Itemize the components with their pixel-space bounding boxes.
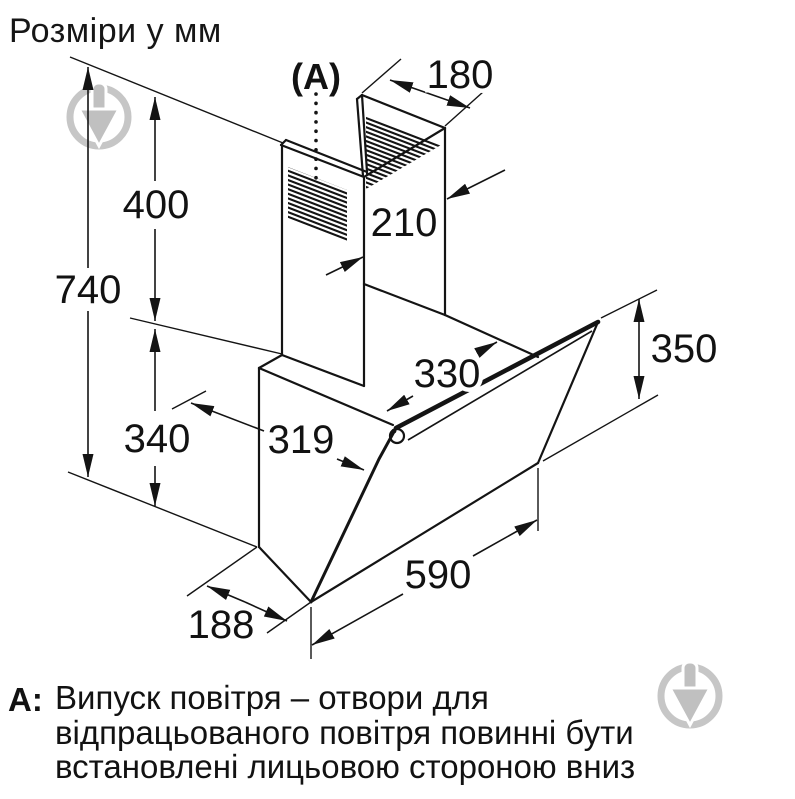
dim-label-188: 188	[188, 603, 255, 647]
extension-lines	[67, 56, 659, 659]
dimension-labels: (A) 180 210 400 740 340 330 319 350 590 …	[50, 49, 722, 652]
note-prefix: A:	[8, 681, 43, 718]
dim-label-319: 319	[268, 418, 335, 462]
vent-grille-front	[288, 167, 347, 241]
dim-label-740: 740	[55, 268, 122, 312]
dim-label-210: 210	[371, 201, 438, 245]
dim-label-350: 350	[651, 327, 718, 371]
watermark-logo	[66, 81, 132, 150]
watermark-logo	[657, 660, 723, 729]
dim-label-590: 590	[405, 553, 472, 597]
dim-label-340: 340	[124, 417, 191, 461]
hinge-detail	[388, 427, 406, 445]
dimension-lines	[82, 67, 645, 646]
hinge-detail-dot	[391, 428, 397, 434]
note-line-1: Випуск повітря – отвори для	[55, 679, 489, 716]
air-outlet-note: Випуск повітря – отвори для відпрацьован…	[55, 679, 785, 785]
dim-label-330: 330	[414, 352, 481, 396]
hood-body-outline	[257, 313, 540, 604]
page-title: Розміри у мм	[9, 12, 222, 50]
dim-label-180: 180	[427, 53, 494, 97]
glass-panel	[309, 319, 601, 604]
note-line-2: відпрацьованого повітря повинні бути	[55, 713, 634, 751]
vent-ref-label: (A)	[291, 56, 341, 97]
note-line-3: встановлені лицьовою стороною вниз	[55, 748, 636, 785]
dim-label-400: 400	[123, 183, 190, 227]
